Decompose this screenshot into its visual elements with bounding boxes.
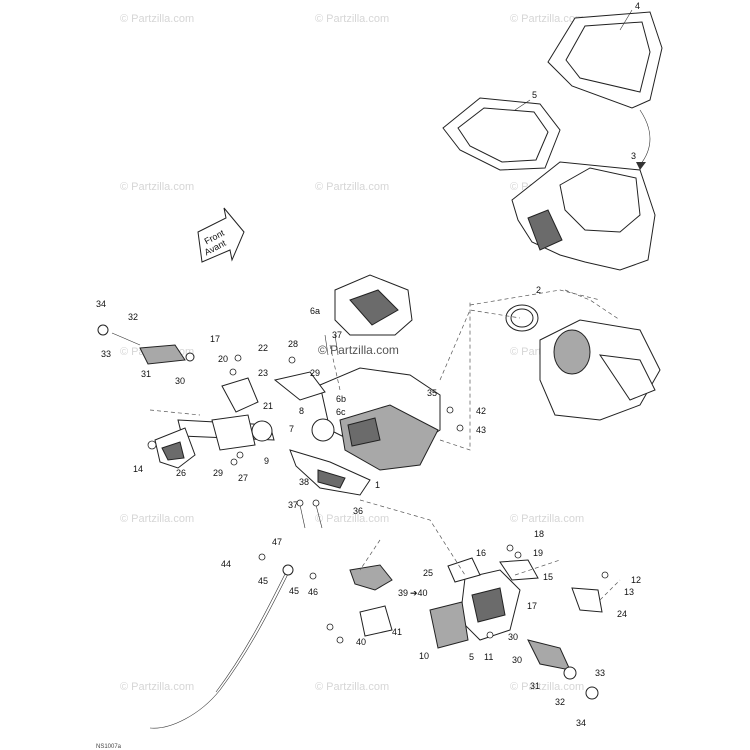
callout-32-top: 32 <box>128 312 138 322</box>
callout-39: 39 <box>398 588 408 598</box>
callout-44: 44 <box>221 559 231 569</box>
part-39-clamp <box>349 564 393 591</box>
part-41-clamp <box>359 605 393 637</box>
callout-13: 13 <box>624 587 634 597</box>
watermark-13: © Partzilla.com <box>120 681 194 693</box>
callout-22: 22 <box>258 343 268 353</box>
callout-38: 38 <box>299 477 309 487</box>
callout-7: 7 <box>289 424 294 434</box>
part-31-right-grip <box>527 639 599 700</box>
part-6a-cover <box>334 274 413 336</box>
callout-5-lower: 5 <box>469 652 474 662</box>
callout-33-lower: 33 <box>595 668 605 678</box>
callout-labels: 4 5 3 2 6a 34 32 33 31 30 17 20 22 23 21… <box>96 1 641 728</box>
front-direction-arrow: Front Avant <box>197 207 245 263</box>
callout-30b-lower: 30 <box>512 655 522 665</box>
callout-43: 43 <box>476 425 486 435</box>
callout-26: 26 <box>176 468 186 478</box>
watermark-11: © Partzilla.com <box>315 513 389 525</box>
part-2-ring-and-gauge-cluster <box>469 289 661 421</box>
callout-6b: 6b <box>336 394 346 404</box>
callout-15: 15 <box>543 572 553 582</box>
callout-23: 23 <box>258 368 268 378</box>
part-5-gasket <box>442 97 561 171</box>
watermark-5: © Partzilla.com <box>315 181 389 193</box>
assembly-lines <box>149 300 621 601</box>
part-15-lever <box>499 559 539 581</box>
watermark-center: © Partzilla.com <box>318 343 399 357</box>
callout-3: 3 <box>631 151 636 161</box>
callout-36: 36 <box>353 506 363 516</box>
callout-31-lower: 31 <box>530 681 540 691</box>
part-10-throttle-housing <box>429 557 521 649</box>
callout-42: 42 <box>476 406 486 416</box>
watermark-4: © Partzilla.com <box>120 181 194 193</box>
watermark-12: © Partzilla.com <box>510 513 584 525</box>
watermark-10: © Partzilla.com <box>120 513 194 525</box>
callout-9: 9 <box>264 456 269 466</box>
callout-17-lower: 17 <box>527 601 537 611</box>
callout-34-top: 34 <box>96 299 106 309</box>
callout-24: 24 <box>617 609 627 619</box>
callout-39-arrow-40: ➔40 <box>410 588 428 598</box>
callout-27: 27 <box>238 473 248 483</box>
callout-37-top: 37 <box>332 330 342 340</box>
callout-29-top: 29 <box>310 368 320 378</box>
callout-47: 47 <box>272 537 282 547</box>
callout-45-left: 45 <box>258 576 268 586</box>
callout-17-top: 17 <box>210 334 220 344</box>
callout-19: 19 <box>533 548 543 558</box>
callout-6a: 6a <box>310 306 320 316</box>
part-26-left-shell <box>147 427 196 469</box>
callout-6c: 6c <box>336 407 346 417</box>
watermark-14: © Partzilla.com <box>315 681 389 693</box>
callout-46: 46 <box>308 587 318 597</box>
callout-35: 35 <box>427 388 437 398</box>
callout-11: 11 <box>484 652 493 662</box>
callout-41: 41 <box>392 627 402 637</box>
watermark-2: © Partzilla.com <box>315 13 389 25</box>
part-8-bracket <box>273 371 326 401</box>
part-38-lower-bracket <box>289 449 371 496</box>
watermark-1: © Partzilla.com <box>120 13 194 25</box>
callout-2: 2 <box>536 285 541 295</box>
callout-37-mid: 37 <box>288 500 298 510</box>
callout-40-lower: 40 <box>356 637 366 647</box>
part-21-bracket <box>211 377 259 451</box>
callout-29-mid: 29 <box>213 468 223 478</box>
callout-20: 20 <box>218 354 228 364</box>
callout-28: 28 <box>288 339 298 349</box>
callout-14: 14 <box>133 464 143 474</box>
part-3-console-housing <box>511 161 656 271</box>
callout-25: 25 <box>423 568 433 578</box>
callout-16: 16 <box>476 548 486 558</box>
part-24-lever <box>571 587 603 613</box>
callout-10: 10 <box>419 651 429 661</box>
callout-30-lower: 30 <box>508 632 518 642</box>
part-1-handlebar-support <box>311 367 441 471</box>
callout-31-top: 31 <box>141 369 151 379</box>
callout-34-lower: 34 <box>576 718 586 728</box>
callout-32-lower: 32 <box>555 697 565 707</box>
watermark-3: © Partzilla.com <box>510 13 584 25</box>
fasteners <box>229 334 609 644</box>
callout-30-top: 30 <box>175 376 185 386</box>
assembly-arrowhead <box>636 162 646 170</box>
callout-33-top: 33 <box>101 349 111 359</box>
assembly-arrow-4-3 <box>639 109 651 166</box>
callout-12: 12 <box>631 575 641 585</box>
callout-18: 18 <box>534 529 544 539</box>
callout-21: 21 <box>263 401 273 411</box>
callout-4: 4 <box>635 1 640 11</box>
throttle-cable <box>149 564 294 729</box>
part-31-left-grip <box>97 324 195 365</box>
watermark-15: © Partzilla.com <box>510 681 584 693</box>
callout-8: 8 <box>299 406 304 416</box>
callout-5: 5 <box>532 90 537 100</box>
figure-code: NS1007a <box>96 744 122 750</box>
part-4-windshield-frame <box>547 9 663 109</box>
callout-45-right: 45 <box>289 586 299 596</box>
callout-1: 1 <box>375 480 380 490</box>
